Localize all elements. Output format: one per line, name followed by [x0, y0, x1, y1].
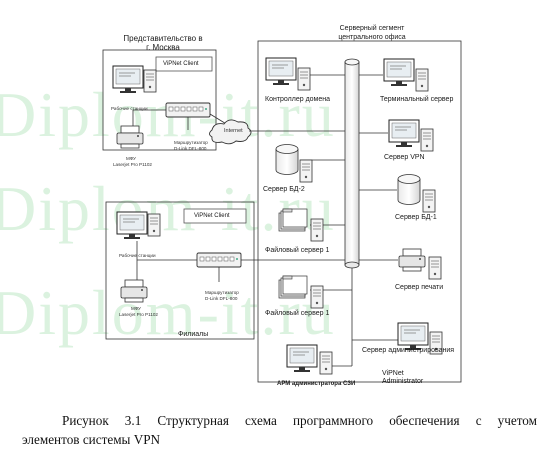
file-server-b-tower-icon: [310, 285, 324, 309]
branch-printer-icon: [120, 279, 148, 303]
branch-vipnet-box: [183, 208, 247, 224]
db1-server-label: Сервер БД-1: [395, 214, 437, 221]
terminal-server-icon: [383, 58, 415, 87]
moscow-router-label: Маршрутизатор: [174, 140, 208, 145]
vpn-server-label: Сервер VPN: [384, 154, 425, 161]
branch-mfp-label: МФУ: [131, 306, 141, 311]
admin-workstation-label: АРМ администратора СЗИ: [277, 381, 356, 387]
db2-server-label: Сервер БД-2: [263, 186, 305, 193]
internet-label: Internet: [224, 128, 243, 134]
vipnet-admin-label-1: ViPNet: [382, 370, 404, 377]
file-server-a-tower-icon: [310, 218, 324, 242]
moscow-office-title-1: Представительство в: [123, 34, 203, 43]
terminal-server-label: Терминальный сервер: [380, 96, 454, 103]
moscow-router-model: D-Link DFL-800: [174, 146, 207, 151]
watermark-text-3: Diplom-it.ru: [0, 277, 336, 348]
moscow-workstation-tower-icon: [143, 69, 157, 93]
server-segment-title-2: центрального офиса: [338, 34, 406, 41]
moscow-workstation-icon: [112, 65, 144, 94]
file-server-b-label: Файловый сервер 1: [265, 310, 330, 317]
print-server-label: Сервер печати: [395, 284, 444, 291]
moscow-switch-icon: [165, 102, 211, 118]
branch-vipnet-label: ViPNet Client: [194, 213, 230, 219]
internet-cloud-icon: [209, 119, 252, 145]
backbone-bus: [344, 58, 360, 269]
file-server-b-icon: [278, 275, 308, 299]
admin-server-label: Сервер администрирования: [362, 347, 455, 354]
branch-switch-icon: [196, 252, 242, 268]
watermark-text-2: Diplom-it.ru: [0, 173, 336, 244]
branch-workstation-tower-icon: [147, 213, 161, 237]
moscow-printer-icon: [116, 125, 144, 149]
branch-title: Филиалы: [178, 331, 209, 338]
admin-workstation-tower-icon: [319, 351, 333, 375]
db2-server-tower-icon: [299, 159, 313, 183]
vipnet-admin-label-2: Administrator: [382, 378, 424, 385]
moscow-mfp-model: Laserjet Pro P1102: [113, 162, 152, 167]
file-server-a-label: Файловый сервер 1: [265, 247, 330, 254]
branch-mfp-model: Laserjet Pro P1102: [119, 312, 158, 317]
vpn-server-tower-icon: [420, 128, 434, 152]
domain-controller-label: Контроллер домена: [265, 96, 331, 103]
domain-controller-icon: [265, 57, 297, 86]
db1-server-tower-icon: [422, 189, 436, 213]
moscow-office-box: [102, 49, 217, 151]
caption-line-1: Рисунок 3.1 Структурная схема программно…: [62, 413, 537, 428]
server-segment-title-1: Серверный сегмент: [339, 25, 405, 32]
caption-line-2: элементов системы VPN: [22, 432, 161, 447]
print-server-printer-icon: [398, 248, 426, 272]
db1-server-icon: [397, 174, 421, 205]
branch-box: [105, 201, 255, 340]
moscow-workstation-label: Рабочие станции: [111, 106, 148, 111]
moscow-vipnet-label: ViPNet Client: [163, 61, 199, 67]
domain-controller-tower-icon: [297, 67, 311, 91]
branch-workstation-label: Рабочие станции: [119, 253, 156, 258]
network-diagram: [102, 40, 462, 383]
print-server-tower-icon: [428, 256, 442, 280]
terminal-server-tower-icon: [415, 68, 429, 92]
moscow-vipnet-box: [155, 56, 213, 72]
file-server-a-icon: [278, 208, 308, 232]
vpn-server-icon: [388, 119, 420, 148]
moscow-office-title-2: г. Москва: [146, 43, 180, 52]
admin-workstation-icon: [286, 344, 318, 373]
figure-caption: Рисунок 3.1 Структурная схема программно…: [22, 411, 537, 449]
branch-workstation-icon: [116, 211, 148, 240]
moscow-mfp-label: МФУ: [126, 156, 136, 161]
admin-server-icon: [397, 322, 429, 351]
db2-server-icon: [275, 144, 299, 175]
branch-router-model: D-Link DFL-800: [205, 296, 238, 301]
branch-router-label: Маршрутизатор: [205, 290, 239, 295]
server-segment-box: [257, 40, 462, 383]
